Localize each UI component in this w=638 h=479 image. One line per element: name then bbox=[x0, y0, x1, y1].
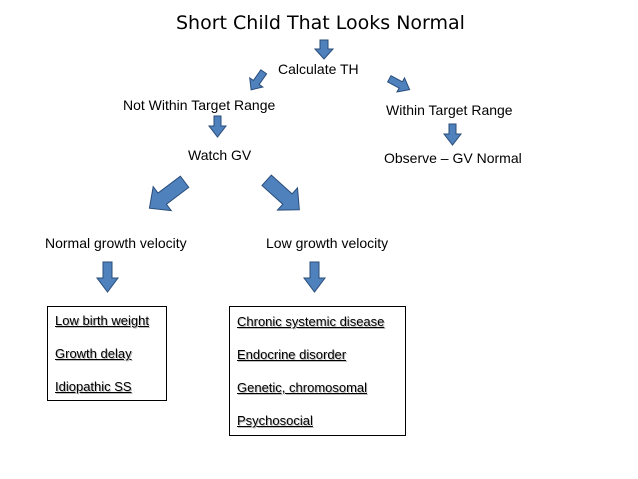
arrow-calculate-to-within bbox=[386, 75, 411, 93]
cause-genetic-chromosomal: Genetic, chromosomal bbox=[237, 380, 368, 395]
normal-causes-box: Low birth weight Growth delay Idiopathic… bbox=[47, 306, 167, 401]
arrow-within-to-observe bbox=[442, 123, 463, 146]
arrow-normal-to-causes bbox=[96, 261, 119, 293]
diagram-title: Short Child That Looks Normal bbox=[176, 12, 465, 34]
cause-chronic-systemic-disease: Chronic systemic disease bbox=[237, 314, 385, 329]
arrow-low-to-causes bbox=[303, 261, 326, 293]
node-normal-growth-velocity: Normal growth velocity bbox=[45, 235, 187, 251]
arrow-watch-gv-to-normal bbox=[148, 175, 190, 212]
node-low-growth-velocity: Low growth velocity bbox=[266, 235, 389, 251]
node-watch-gv: Watch GV bbox=[188, 147, 252, 163]
cause-idiopathic-ss: Idiopathic SS bbox=[55, 379, 132, 394]
cause-growth-delay: Growth delay bbox=[55, 346, 132, 361]
arrow-watch-gv-to-low bbox=[261, 174, 300, 211]
cause-endocrine-disorder: Endocrine disorder bbox=[237, 347, 347, 362]
arrow-not-within-to-watch-gv bbox=[207, 115, 228, 138]
arrow-calculate-to-not-within bbox=[249, 69, 268, 91]
cause-psychosocial: Psychosocial bbox=[237, 413, 313, 428]
node-within-target-range: Within Target Range bbox=[386, 102, 513, 118]
node-observe-gv-normal: Observe – GV Normal bbox=[384, 150, 522, 166]
cause-low-birth-weight: Low birth weight bbox=[55, 313, 149, 328]
arrow-title-to-calculate bbox=[313, 39, 335, 60]
node-calculate-th: Calculate TH bbox=[278, 61, 359, 77]
low-causes-box: Chronic systemic disease Endocrine disor… bbox=[229, 306, 406, 436]
node-not-within-target-range: Not Within Target Range bbox=[123, 97, 276, 113]
